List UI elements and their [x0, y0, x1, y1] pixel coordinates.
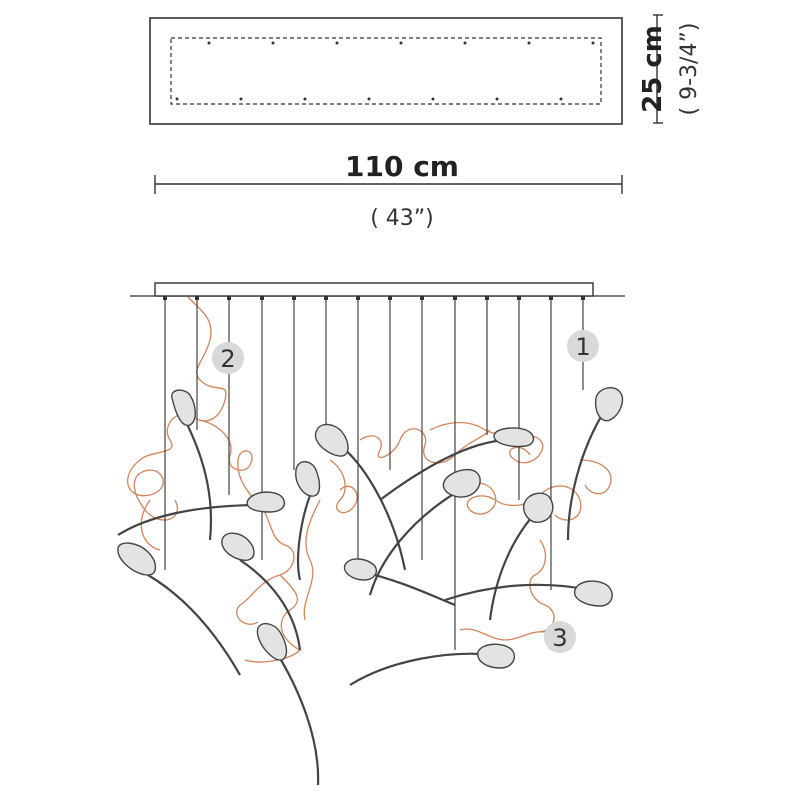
- canopy-side: [154, 282, 594, 297]
- callout-1: 1: [567, 330, 599, 362]
- shade-d: [221, 532, 255, 561]
- depth-dimension: 25 cm ( 9-3/4”): [638, 14, 702, 124]
- callout-2-label: 2: [220, 345, 235, 373]
- callout-2-badge: [212, 342, 244, 374]
- callout-3-label: 3: [552, 624, 567, 652]
- shade-f: [295, 461, 321, 497]
- depth-inch-label: ( 9-3/4”): [677, 23, 702, 116]
- canopy-holes: [175, 41, 595, 101]
- plan-view: 25 cm ( 9-3/4”) 110 cm ( 43”): [149, 14, 702, 231]
- suspension-cables: [164, 297, 584, 650]
- callout-1-label: 1: [575, 333, 590, 361]
- callout-2: 2: [212, 342, 244, 374]
- shade-c: [117, 542, 157, 576]
- cable-anchors: [163, 296, 585, 300]
- width-cm-label: 110 cm: [345, 150, 459, 183]
- shade-b: [246, 491, 286, 513]
- callout-3-badge: [544, 621, 576, 653]
- canopy-inner-dashed: [170, 37, 602, 105]
- shade-m: [477, 643, 516, 669]
- shade-e: [256, 622, 288, 661]
- stems: [117, 409, 606, 786]
- elevation-view: 1 2 3: [117, 282, 625, 786]
- shade-j: [343, 558, 378, 581]
- canopy-outline: [149, 17, 623, 125]
- callout-1-badge: [567, 330, 599, 362]
- depth-cm-label: 25 cm: [638, 25, 668, 113]
- shade-l: [574, 580, 613, 607]
- shade-g: [314, 423, 349, 457]
- shade-a: [171, 389, 196, 427]
- shade-h: [493, 427, 535, 448]
- tulip-glass-shade-icon: [117, 387, 624, 669]
- width-inch-label: ( 43”): [370, 206, 434, 231]
- shade-n: [594, 387, 624, 422]
- callout-3: 3: [544, 621, 576, 653]
- shade-k: [523, 492, 554, 523]
- shade-i: [442, 468, 481, 498]
- width-dimension: 110 cm ( 43”): [154, 150, 623, 231]
